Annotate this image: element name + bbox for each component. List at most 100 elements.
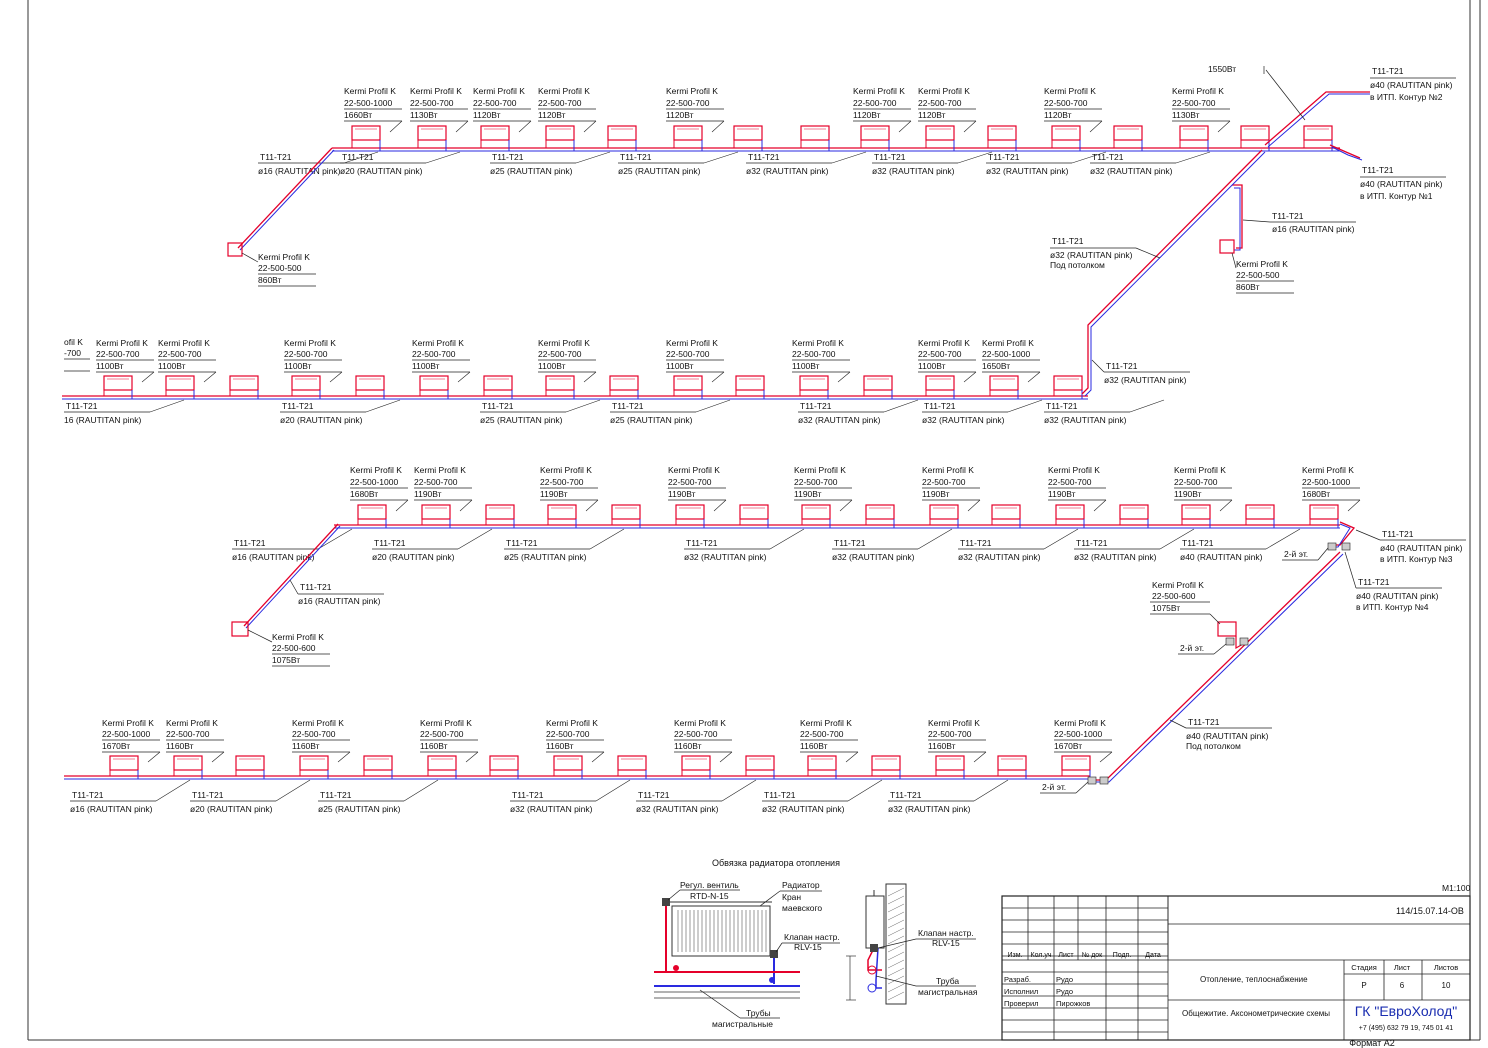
row1-branch-radiator-power: 860Вт [1236, 282, 1260, 292]
row3-end-radiator [231, 621, 249, 637]
scale-label: М1:100 [1442, 883, 1471, 893]
radiator [229, 375, 259, 399]
detail-valve2-model: RLV-15 [794, 942, 822, 952]
radiator-model: Kermi Profil K [284, 338, 336, 348]
row4-riser-note: Под потолком [1186, 741, 1241, 751]
radiator-body [611, 504, 641, 520]
radiator-power: 1190Вт [540, 489, 568, 499]
radiator-power: 1100Вт [792, 361, 820, 371]
radiator-size: 22-500-700 [1048, 477, 1092, 487]
pipe-diameter: ø25 (RAUTITAN pink) [480, 415, 563, 425]
sheets-label: Листов [1434, 963, 1458, 972]
radiator-model: Kermi Profil K [666, 86, 718, 96]
radiator-size: 22-500-700 [800, 729, 844, 739]
pipe-diameter: ø20 (RAUTITAN pink) [340, 166, 423, 176]
side-pipe-1: Труба [936, 976, 959, 986]
row3-left-branch-pipe [243, 523, 341, 629]
row1-branch-radiator [1219, 239, 1235, 254]
pipe-diameter: 16 (RAUTITAN pink) [64, 415, 141, 425]
radiator [863, 375, 893, 399]
detail-tap-1: Кран [782, 892, 801, 902]
pipe-code: T11-T21 [874, 152, 906, 162]
valve-box [1341, 542, 1351, 551]
valve-box [1239, 637, 1249, 646]
radiator-body [545, 125, 575, 141]
doc-code: 114/15.07.14-ОВ [1396, 906, 1464, 916]
radiator [617, 755, 647, 779]
format-label: Формат А2 [1349, 1038, 1394, 1048]
radiator-model: Kermi Profil K [853, 86, 905, 96]
radiator-body [480, 125, 510, 141]
radiator [991, 504, 1021, 528]
itp2-code: T11-T21 [1372, 66, 1404, 76]
radiator-size: 22-500-700 [473, 98, 517, 108]
row3-extras: T11-T21 ø16 (RAUTITAN pink) Kermi Profil… [231, 521, 1466, 783]
radiator-model: Kermi Profil K [922, 465, 974, 475]
row-4-main-pipe [64, 775, 1090, 780]
row-3-main-pipe [334, 524, 1340, 529]
radiator-power: 1100Вт [666, 361, 694, 371]
pipe-diameter: ø32 (RAUTITAN pink) [798, 415, 881, 425]
radiator-body [1113, 125, 1143, 141]
radiator-model: Kermi Profil K [473, 86, 525, 96]
radiator-body [935, 755, 965, 771]
row3-branch-code: T11-T21 [300, 582, 332, 592]
radiator-size: 22-500-700 [918, 98, 962, 108]
radiator [1245, 504, 1275, 528]
radiator [733, 125, 763, 151]
radiator [485, 504, 515, 528]
radiator-model: Kermi Profil K [792, 338, 844, 348]
pipe-code: T11-T21 [320, 790, 352, 800]
radiator-body [799, 375, 829, 391]
radiator-size: 22-500-700 [284, 349, 328, 359]
pipe-code: T11-T21 [764, 790, 796, 800]
radiator-body [925, 125, 955, 141]
row3-end-radiator-size: 22-500-600 [272, 643, 316, 653]
radiator-power: 1100Вт [284, 361, 312, 371]
pipe-diameter: ø32 (RAUTITAN pink) [510, 804, 593, 814]
radiator-size: 22-500-700 [853, 98, 897, 108]
floor-radiator-size: 22-500-600 [1152, 591, 1196, 601]
radiator-model: Kermi Profil K [102, 718, 154, 728]
column-header: Изм. [1008, 952, 1023, 959]
row1-branch-pipe-label: ø16 (RAUTITAN pink) [1272, 224, 1355, 234]
title-block-grid [1001, 896, 1470, 1040]
pipe-diameter: ø32 (RAUTITAN pink) [762, 804, 845, 814]
pipe-diameter: ø20 (RAUTITAN pink) [280, 415, 363, 425]
sheet-title: Общежитие. Аксонометрические схемы [1182, 1009, 1330, 1018]
radiator-body [1245, 504, 1275, 520]
radiator-body [553, 755, 583, 771]
pipe-code: T11-T21 [620, 152, 652, 162]
radiator-body [235, 755, 265, 771]
sheet-value: 6 [1400, 981, 1405, 990]
radiator-model: Kermi Profil K [918, 86, 970, 96]
ceiling-pipe: ø32 (RAUTITAN pink) [1050, 250, 1133, 260]
radiator-model: Kermi Profil K [414, 465, 466, 475]
radiator-power: 1100Вт [96, 361, 124, 371]
radiator-model: Kermi Profil K [1054, 718, 1106, 728]
pipe-code: T11-T21 [72, 790, 104, 800]
valve-box [1099, 776, 1109, 785]
pipe-code: T11-T21 [800, 401, 832, 411]
radiator [987, 125, 1017, 151]
